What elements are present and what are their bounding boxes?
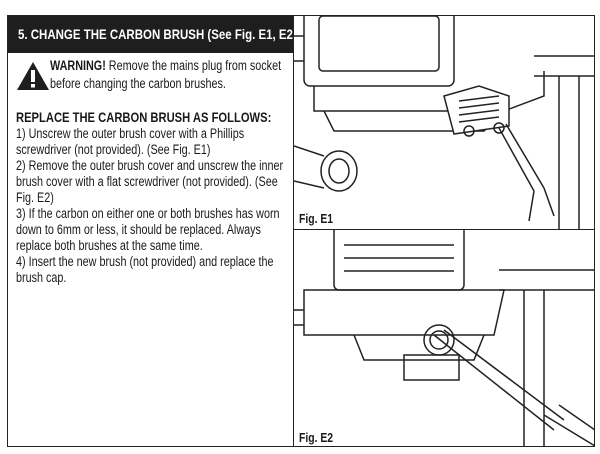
figure-label-e2: Fig. E2 [299, 430, 334, 445]
instruction-line: screwdriver (not provided). (See Fig. E1… [16, 142, 211, 157]
tool-illustration-e1 [294, 16, 595, 229]
instruction-line: 1) Unscrew the outer brush cover with a … [16, 126, 245, 141]
instruction-line: 3) If the carbon on either one or both b… [16, 206, 280, 221]
instruction-line: Fig. E2) [16, 190, 54, 205]
figures-column: Fig. E1 Fig. E2 [293, 16, 595, 446]
tool-illustration-e2 [294, 230, 595, 446]
instruction-line: 4) Insert the new brush (not provided) a… [16, 254, 274, 269]
text-column: 5. CHANGE THE CARBON BRUSH (See Fig. E1,… [8, 16, 297, 446]
warning-label: WARNING! [50, 58, 106, 73]
figure-e1: Fig. E1 [294, 16, 595, 230]
figure-label-e1: Fig. E1 [299, 211, 334, 226]
warning-triangle-icon [17, 62, 49, 90]
warning-text: Remove the mains plug from socket [105, 58, 282, 73]
section-header: 5. CHANGE THE CARBON BRUSH (See Fig. E1,… [8, 16, 297, 53]
section-title: 5. CHANGE THE CARBON BRUSH (See Fig. E1,… [18, 26, 297, 42]
instruction-line: brush cap. [16, 270, 67, 285]
warning-text: before changing the carbon brushes. [50, 76, 226, 91]
instruction-line: 2) Remove the outer brush cover and unsc… [16, 158, 284, 173]
manual-section: 5. CHANGE THE CARBON BRUSH (See Fig. E1,… [7, 15, 595, 447]
instruction-line: down to 6mm or less, it should be replac… [16, 222, 261, 237]
instruction-line: brush cover with a flat screwdriver (not… [16, 174, 278, 189]
figure-e2: Fig. E2 [294, 230, 595, 446]
instruction-line: replace both brushes at the same time. [16, 238, 203, 253]
instructions-heading: REPLACE THE CARBON BRUSH AS FOLLOWS: [16, 109, 272, 125]
